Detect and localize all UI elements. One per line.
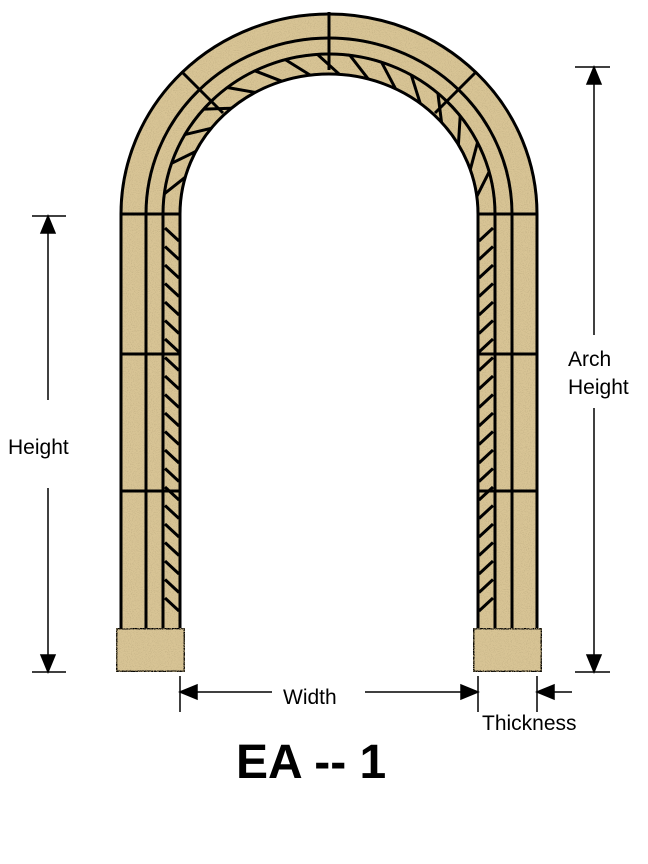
hatch-stroke <box>163 337 181 354</box>
hatch-stroke <box>163 300 181 317</box>
hatch-stroke <box>163 176 187 195</box>
hatch-stroke <box>409 74 422 104</box>
hatch-stroke <box>477 374 495 391</box>
hatch-stroke <box>477 596 495 613</box>
hatch-stroke <box>477 356 495 372</box>
hatch-stroke <box>477 263 495 280</box>
height-arrow-down <box>39 654 57 674</box>
arch-height-label-line1: Arch <box>568 348 611 371</box>
hatch-stroke <box>477 319 495 335</box>
hatch-stroke <box>163 448 181 465</box>
hatch-stroke <box>477 541 495 557</box>
hatch-stroke <box>380 61 397 90</box>
hatching-left-pier <box>163 226 181 613</box>
hatch-stroke <box>163 282 181 298</box>
hatch-stroke <box>163 393 181 409</box>
hatch-stroke <box>468 142 479 170</box>
hatch-stroke <box>456 115 462 145</box>
hatch-stroke <box>436 93 443 123</box>
joint-upper-left <box>180 70 225 115</box>
hatch-stroke <box>163 467 181 483</box>
hatch-stroke <box>254 69 283 83</box>
height-arrow-up <box>39 214 57 234</box>
hatch-stroke <box>477 411 495 428</box>
hatch-stroke <box>477 467 495 483</box>
hatch-stroke <box>477 504 495 520</box>
arch-structure <box>114 12 544 674</box>
arch-height-arrow-up <box>585 65 603 85</box>
arch-stone-body <box>121 14 537 672</box>
inner-outline <box>178 72 480 628</box>
hatch-stroke <box>163 504 181 520</box>
hatch-stroke <box>163 578 181 594</box>
hatch-stroke <box>163 319 181 335</box>
hatch-stroke <box>163 263 181 280</box>
hatching-right-pier <box>477 226 495 613</box>
hatch-stroke <box>163 596 181 613</box>
hatch-stroke <box>163 245 181 261</box>
diagram-title: EA -- 1 <box>236 736 386 789</box>
base-block-left <box>114 626 187 674</box>
joint-upper-right <box>433 70 478 115</box>
hatch-stroke <box>163 430 181 446</box>
hatch-stroke <box>475 171 491 198</box>
hatch-stroke <box>163 522 181 539</box>
hatch-stroke <box>163 541 181 557</box>
inner-course-line <box>161 52 497 628</box>
hatch-stroke <box>477 448 495 465</box>
hatch-stroke <box>316 53 341 76</box>
arch-outlines <box>119 12 539 628</box>
thickness-arrow-left <box>535 683 555 701</box>
dimension-arch-height <box>575 65 610 674</box>
hatch-stroke <box>163 559 181 576</box>
width-label: Width <box>283 686 337 709</box>
hatching-arch <box>163 53 491 198</box>
dimension-height <box>32 214 66 674</box>
hatch-stroke <box>477 522 495 539</box>
width-arrow-right <box>460 683 480 701</box>
arch-height-arrow-down <box>585 654 603 674</box>
width-arrow-left <box>178 683 198 701</box>
hatch-stroke <box>227 86 256 94</box>
hatch-stroke <box>163 226 181 243</box>
hatch-stroke <box>477 578 495 594</box>
hatch-stroke <box>477 559 495 576</box>
hatch-stroke <box>163 356 181 372</box>
hatch-stroke <box>203 106 232 111</box>
hatch-stroke <box>477 485 495 502</box>
hatch-stroke <box>163 374 181 391</box>
base-block-right <box>471 626 544 674</box>
hatch-stroke <box>477 282 495 298</box>
arch-height-label-line2: Height <box>568 376 629 399</box>
hatch-stroke <box>477 393 495 409</box>
hatch-stroke <box>163 485 181 502</box>
hatch-stroke <box>477 300 495 317</box>
hatch-stroke <box>170 150 197 165</box>
hatch-stroke <box>477 337 495 354</box>
thickness-label: Thickness <box>482 712 577 735</box>
dimension-thickness <box>535 676 572 712</box>
hatch-stroke <box>184 126 212 137</box>
hatch-stroke <box>477 430 495 446</box>
hatch-stroke <box>477 245 495 261</box>
hatch-stroke <box>163 411 181 428</box>
dimension-width <box>178 676 480 712</box>
hatch-stroke <box>284 58 311 77</box>
hatch-stroke <box>477 226 495 243</box>
hatch-stroke <box>348 54 370 80</box>
height-label: Height <box>8 436 69 459</box>
